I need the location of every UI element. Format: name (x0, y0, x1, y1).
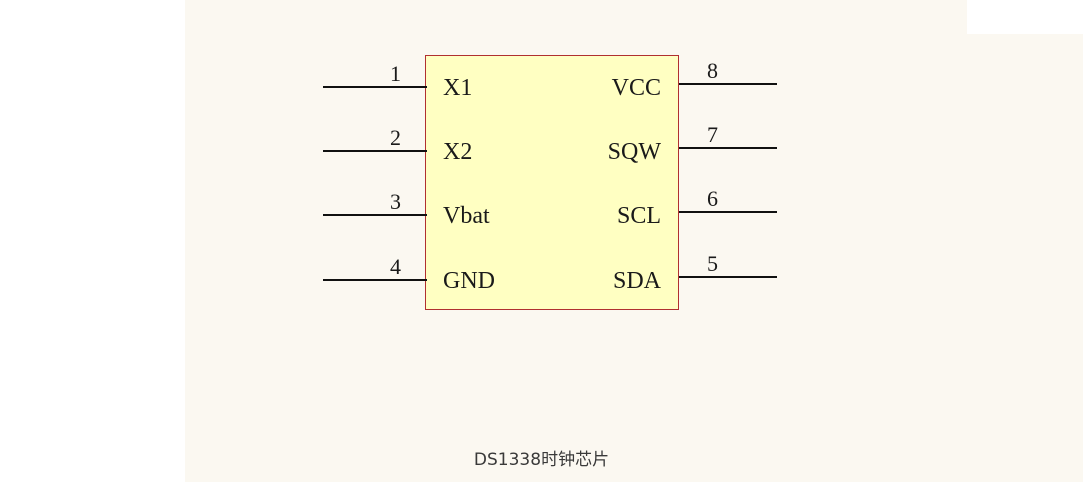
pin-6: 6 (679, 186, 777, 214)
pin-2-number: 2 (390, 125, 401, 150)
pin-7-number: 7 (707, 122, 718, 147)
pin-1: 1 (323, 61, 427, 89)
pin-3: 3 (323, 189, 427, 217)
pin-4: 4 (323, 254, 427, 282)
pin-4-label: GND (443, 268, 495, 294)
pin-6-wire (679, 211, 777, 213)
pin-5-label: SDA (612, 268, 661, 294)
pin-5-wire (679, 276, 777, 278)
pin-3-wire (323, 214, 427, 216)
pin-8: 8 (679, 58, 777, 86)
pin-1-number: 1 (390, 61, 401, 86)
pin-7-wire (679, 147, 777, 149)
pin-5-number: 5 (707, 251, 718, 276)
pin-1-label: X1 (443, 75, 473, 101)
pin-8-label: VCC (611, 75, 661, 101)
background-top-right-corner (967, 0, 1083, 34)
pin-4-number: 4 (390, 254, 401, 279)
chip-body (425, 55, 679, 310)
diagram-caption: DS1338时钟芯片 (473, 450, 610, 470)
pin-4-wire (323, 279, 427, 281)
pin-2-wire (323, 150, 427, 152)
pin-8-number: 8 (707, 58, 718, 83)
pin-5: 5 (679, 251, 777, 279)
pin-1-wire (323, 86, 427, 88)
pin-7: 7 (679, 122, 777, 150)
pin-7-label: SQW (607, 139, 661, 165)
pin-3-number: 3 (390, 189, 401, 214)
pin-6-number: 6 (707, 186, 718, 211)
pin-3-label: Vbat (443, 203, 490, 229)
pin-2: 2 (323, 125, 427, 153)
pin-8-wire (679, 83, 777, 85)
pin-6-label: SCL (616, 203, 661, 229)
pin-2-label: X2 (443, 139, 473, 165)
